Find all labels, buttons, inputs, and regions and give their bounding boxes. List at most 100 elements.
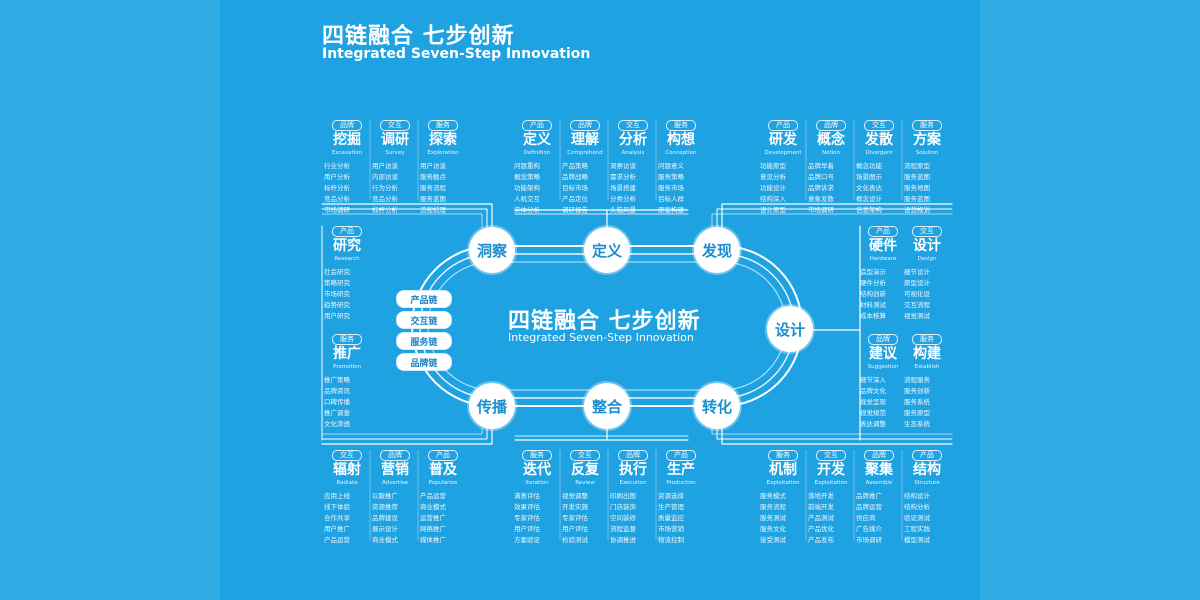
card-tag: 交互 [618, 120, 648, 131]
card-english: Notion [821, 150, 840, 156]
card-item: 设想规划 [904, 206, 930, 214]
card-item: 结构设计 [904, 492, 930, 500]
card-item: 文化表达 [856, 184, 882, 192]
card-english: Assemble [865, 480, 893, 486]
card-survey: 交互 调研 Survey 用户访谈 内部访谈 行为分析 竞品分析 标杆分析 [370, 120, 420, 216]
card-item: 满意评估 [514, 492, 540, 500]
card-development: 产品 研发 Development 功能原型 意见分析 功能设计 结构深入 设计… [758, 120, 808, 216]
card-item: 物流控制 [658, 536, 684, 544]
card-item: 专家评估 [514, 514, 540, 522]
card-title: 营销 [381, 462, 409, 478]
card-item: 产品策略 [562, 162, 588, 170]
card-english: Suggestion [867, 364, 899, 370]
card-title: 硬件 [869, 238, 897, 254]
card-item: 服务模式 [760, 492, 786, 500]
card-research: 产品 研究 Research 社会研究 策略研究 市场研究 趋势研究 用户研究 [322, 226, 372, 322]
card-item: 视觉规范 [860, 409, 886, 417]
card-title: 定义 [523, 132, 551, 148]
card-item: 服务文化 [760, 525, 786, 533]
card-item: 用户分析 [324, 173, 350, 181]
card-item: 流程梳理 [420, 206, 446, 214]
card-item: 市场调研 [808, 206, 834, 214]
card-tag: 交互 [912, 226, 942, 237]
card-item: 意见分析 [760, 173, 786, 181]
step-node-insight: 洞察 [469, 227, 515, 273]
card-item: 功能架构 [514, 184, 540, 192]
card-title: 发散 [865, 132, 893, 148]
card-item: 媒体推广 [420, 536, 446, 544]
card-item: 服务原型 [904, 409, 930, 417]
card-item: 效果评估 [514, 503, 540, 511]
card-item: 硬件分析 [860, 279, 886, 287]
step-node-discover: 发现 [694, 227, 740, 273]
center-subtitle: Integrated Seven-Step Innovation [508, 331, 694, 344]
card-item: 场景搭建 [610, 184, 636, 192]
step-node-spread: 传播 [469, 383, 515, 429]
card-item: 合作共享 [324, 514, 350, 522]
card-item: 交互流程 [904, 301, 930, 309]
card-title: 反复 [571, 462, 599, 478]
card-title: 建议 [869, 346, 897, 362]
card-item: 服务蓝图 [904, 195, 930, 203]
card-title: 挖掘 [333, 132, 361, 148]
card-hardware: 产品 硬件 Hardware 造型演示 硬件分析 结构创新 材料测试 成本核算 [858, 226, 908, 322]
card-item: 结构创新 [860, 290, 886, 298]
chain-product: 产品链 [396, 290, 452, 308]
card-item: 落地开发 [808, 492, 834, 500]
card-item: 专家评估 [562, 514, 588, 522]
card-english: Development [764, 150, 802, 156]
card-item: 服务创新 [904, 387, 930, 395]
card-assemble: 品牌 聚集 Assemble 品牌推广 品牌运营 供应商 广告媒介 市场调研 [854, 450, 904, 546]
card-item: 标杆分析 [372, 206, 398, 214]
card-tag: 产品 [332, 226, 362, 237]
card-item: 文化渗透 [324, 420, 350, 428]
card-item: 产品优化 [808, 525, 834, 533]
card-tag: 交互 [864, 120, 894, 131]
card-english: Exploitation [766, 480, 800, 486]
card-item: 品牌战略 [562, 173, 588, 181]
card-english: Comprehend [567, 150, 603, 156]
card-design: 交互 设计 Design 细节设计 原型设计 可视化设 交互流程 视觉测试 [902, 226, 952, 322]
card-item: 用户推广 [324, 525, 350, 533]
card-item: 概念设计 [856, 195, 882, 203]
card-item: 实体分析 [514, 206, 540, 214]
card-item: 原型设计 [904, 279, 930, 287]
card-item: 品牌推广 [856, 492, 882, 500]
card-item: 功能原型 [760, 162, 786, 170]
card-item: 服务触点 [420, 173, 446, 181]
card-item: 推广策略 [324, 376, 350, 384]
card-item: 产品定位 [562, 195, 588, 203]
card-item: 人机交互 [514, 195, 540, 203]
card-exploitation: 交互 开发 Exploitation 落地开发 前端开发 产品测试 产品优化 产… [806, 450, 856, 546]
step-node-design: 设计 [767, 306, 813, 352]
card-title: 理解 [571, 132, 599, 148]
card-tag: 产品 [768, 120, 798, 131]
card-title: 机制 [769, 462, 797, 478]
card-item: 问题意义 [658, 162, 684, 170]
card-tag: 产品 [666, 450, 696, 461]
step-node-define: 定义 [584, 227, 630, 273]
card-item: 洞察访谈 [610, 162, 636, 170]
card-item: 产品运营 [324, 536, 350, 544]
card-tag: 品牌 [570, 120, 600, 131]
card-item: 生态系统 [904, 420, 930, 428]
card-divergent: 交互 发散 Divergent 概念功能 场景图示 文化表达 概念设计 信息架构 [854, 120, 904, 216]
card-definition: 产品 定义 Definition 问题重构 概念策略 功能架构 人机交互 实体分… [512, 120, 562, 216]
card-item: 社会研究 [324, 268, 350, 276]
card-title: 概念 [817, 132, 845, 148]
card-item: 用户访谈 [372, 162, 398, 170]
card-suggestion: 品牌 建议 Suggestion 细节深入 品牌文化 视觉呈现 视觉规范 表达调… [858, 334, 908, 430]
card-tag: 服务 [428, 120, 458, 131]
card-item: 流程原型 [904, 162, 930, 170]
chain-brand: 品牌链 [396, 353, 452, 371]
card-english: Solution [915, 150, 939, 156]
card-item: 生产管理 [658, 503, 684, 511]
card-item: 品牌诉求 [808, 184, 834, 192]
card-english: Conception [665, 150, 697, 156]
card-item: 成本核算 [860, 312, 886, 320]
card-item: 开发实施 [562, 503, 588, 511]
card-comprehend: 品牌 理解 Comprehend 产品策略 品牌战略 目标市场 产品定位 调研报… [560, 120, 610, 216]
card-item: 原型构建 [658, 206, 684, 214]
card-item: 资源推荐 [372, 503, 398, 511]
card-item: 推广调查 [324, 409, 350, 417]
